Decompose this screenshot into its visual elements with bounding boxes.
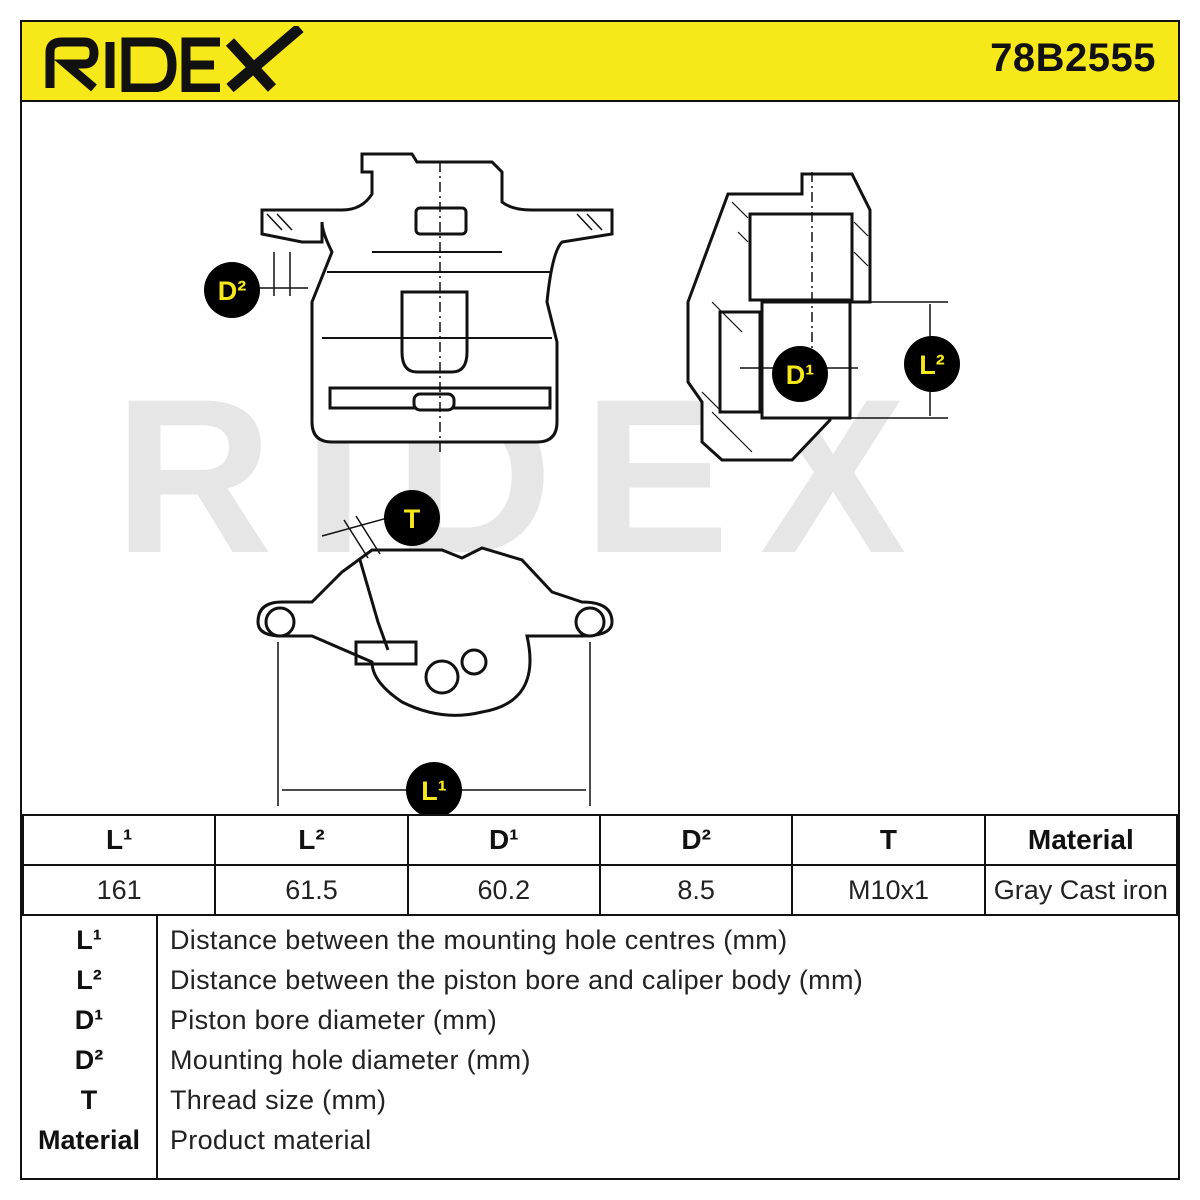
spec-header-l1: L¹ [21,814,217,866]
callout-d2: D² [204,262,260,318]
spec-value-row: 161 61.5 60.2 8.5 M10x1 Gray Cast iron [21,864,1179,916]
product-sheet: 78B2555 RIDEX [20,20,1180,1180]
legend-desc: Piston bore diameter (mm) [170,1005,498,1035]
legend-key: L¹ [76,925,102,955]
legend-row: Material Product material [22,1120,1178,1160]
spec-header-d2: D² [598,814,794,866]
legend-divider [156,914,158,1180]
ridex-logo [45,26,304,92]
legend-row: T Thread size (mm) [22,1080,1178,1120]
svg-text:L¹: L¹ [421,776,446,806]
callout-d1: D¹ [772,346,828,402]
legend-key: Material [37,1125,141,1155]
spec-header-t: T [791,814,986,866]
spec-value-d1: 60.2 [406,864,601,916]
caliper-front-view [260,152,614,444]
legend-key: L² [76,965,102,995]
svg-text:D²: D² [218,276,247,306]
svg-text:L²: L² [919,350,944,380]
spec-header-d1: D¹ [406,814,601,866]
spec-header-row: L¹ L² D¹ D² T Material [21,814,1179,866]
caliper-bottom-view [256,546,614,717]
spec-value-t: M10x1 [791,864,986,916]
legend-key: T [80,1085,98,1115]
legend-row: D¹ Piston bore diameter (mm) [22,1000,1178,1040]
callout-l2: L² [904,336,960,392]
legend-desc: Mounting hole diameter (mm) [170,1045,531,1075]
spec-value-material: Gray Cast iron [983,864,1179,916]
legend-key: D² [74,1045,104,1075]
header-bar: 78B2555 [22,22,1178,102]
spec-value-l1: 161 [21,864,217,916]
legend-desc: Product material [170,1125,372,1155]
section-hatching [701,201,869,453]
caliper-section-view [686,172,872,462]
callout-l1: L¹ [406,762,462,814]
callout-t: T [384,490,440,546]
legend: L¹ Distance between the mounting hole ce… [22,914,1178,1180]
legend-key: D¹ [74,1005,104,1035]
svg-text:D¹: D¹ [786,360,815,390]
spec-header-l2: L² [214,814,409,866]
front-view-hatching [266,162,603,452]
legend-row: L² Distance between the piston bore and … [22,960,1178,1000]
d2-dimension [256,252,308,296]
spec-value-l2: 61.5 [214,864,409,916]
legend-desc: Distance between the mounting hole centr… [170,925,788,955]
spec-header-material: Material [983,814,1179,866]
technical-drawing: RIDEX [114,152,960,814]
legend-desc: Thread size (mm) [170,1085,387,1115]
part-number: 78B2555 [990,36,1156,80]
spec-table: L¹ L² D¹ D² T Material 161 61.5 60.2 8.5… [21,814,1179,916]
legend-desc: Distance between the piston bore and cal… [170,965,864,995]
spec-value-d2: 8.5 [598,864,794,916]
legend-row: D² Mounting hole diameter (mm) [22,1040,1178,1080]
svg-text:T: T [404,504,421,534]
legend-row: L¹ Distance between the mounting hole ce… [22,920,1178,960]
